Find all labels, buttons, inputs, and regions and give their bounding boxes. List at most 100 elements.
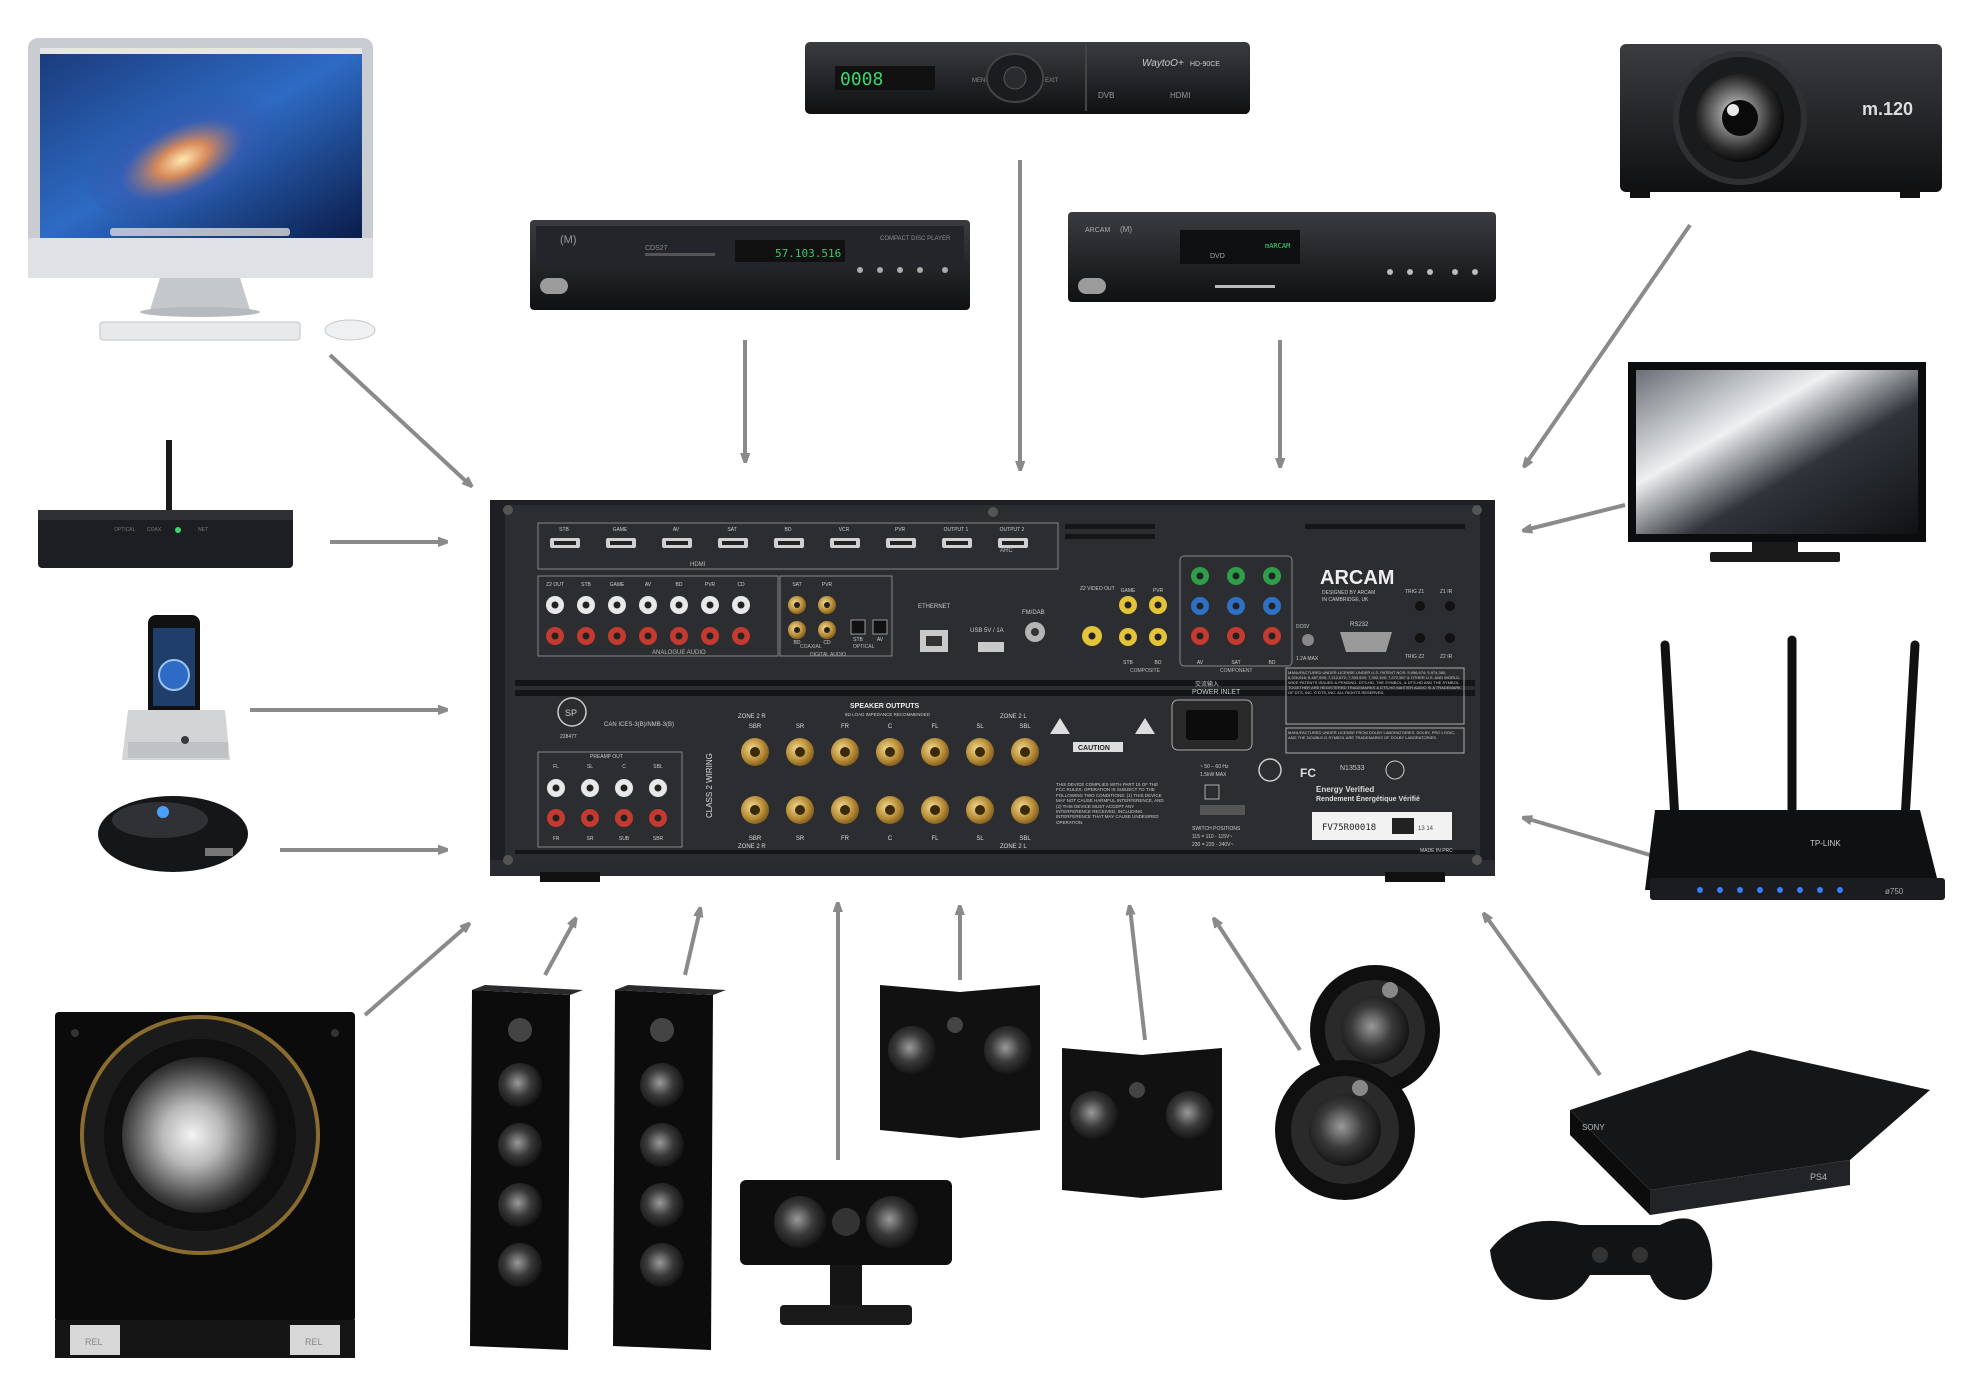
tower-speaker-right: [613, 985, 726, 1350]
svg-text:ANALOGUE AUDIO: ANALOGUE AUDIO: [652, 650, 706, 656]
svg-text:WaytoO+: WaytoO+: [1142, 58, 1184, 69]
binding-post-hole: [930, 805, 940, 815]
arrow-projector: [1525, 223, 1692, 465]
svg-text:USB 5V / 1A: USB 5V / 1A: [970, 628, 1004, 634]
jack-center: [552, 784, 560, 792]
svg-text:PREAMP OUT: PREAMP OUT: [590, 754, 623, 760]
rca-jack-center: [737, 632, 745, 640]
rca-jack-center: [551, 601, 559, 609]
optical-port: [850, 619, 866, 635]
svg-text:ARC: ARC: [1000, 548, 1013, 554]
digital-coax-label: SAT: [792, 582, 801, 588]
svg-text:Z2 VIDEO OUT: Z2 VIDEO OUT: [1080, 586, 1115, 592]
digital-coax-label: PVR: [822, 582, 833, 588]
optical-label: STB: [853, 637, 863, 643]
svg-text:PS4: PS4: [1810, 1172, 1827, 1182]
speaker-channel-label: C: [888, 836, 893, 842]
jack-center: [654, 814, 662, 822]
speaker-channel-label: SL: [976, 724, 984, 730]
svg-text:REL: REL: [85, 1337, 103, 1347]
jack-center: [1268, 632, 1276, 640]
center-speaker: [740, 1180, 952, 1325]
preamp-label: SUB: [619, 836, 630, 842]
svg-text:CLASS 2 WIRING: CLASS 2 WIRING: [705, 753, 714, 818]
svg-text:MADE IN PRC: MADE IN PRC: [1420, 848, 1453, 854]
speaker-channel-label: SBL: [1019, 724, 1031, 730]
arrow-surround-right: [1130, 908, 1147, 1041]
hdmi-port-label: STB: [559, 527, 569, 533]
svg-text:ø750: ø750: [1885, 887, 1904, 896]
speaker-channel-label: SL: [976, 836, 984, 842]
jack-center: [1196, 572, 1204, 580]
svg-text:ZONE 2 L: ZONE 2 L: [1000, 714, 1027, 720]
svg-text:1.5kW MAX: 1.5kW MAX: [1200, 772, 1227, 778]
analogue-label: PVR: [705, 582, 716, 588]
speaker-channel-label: FR: [841, 724, 850, 730]
preamp-label: SR: [587, 836, 594, 842]
svg-text:FV75R00018: FV75R00018: [1322, 823, 1376, 833]
binding-post-hole: [1020, 747, 1030, 757]
coax-jack-center: [824, 602, 830, 608]
svg-text:57.103.516: 57.103.516: [775, 247, 841, 260]
preamp-label: SL: [587, 764, 593, 770]
svg-text:ZONE 2 R: ZONE 2 R: [738, 714, 766, 720]
svg-text:(M): (M): [1120, 225, 1132, 234]
svg-text:8Ω LOAD IMPEDANCE RECOMMENDED: 8Ω LOAD IMPEDANCE RECOMMENDED: [845, 712, 931, 717]
svg-text:CDS27: CDS27: [645, 245, 668, 252]
wireless-router: TP-LINK ø750: [1645, 635, 1945, 900]
svg-text:ARCAM: ARCAM: [1085, 227, 1110, 234]
svg-text:ZONE 2 R: ZONE 2 R: [738, 844, 766, 850]
flat-screen-tv: [1628, 362, 1926, 562]
svg-text:OPTICAL: OPTICAL: [114, 527, 136, 533]
svg-text:m.120: m.120: [1862, 99, 1913, 119]
speaker-channel-label: FL: [931, 836, 939, 842]
svg-text:Energy Verified: Energy Verified: [1316, 785, 1374, 794]
jack-center: [1232, 602, 1240, 610]
binding-post-hole: [975, 805, 985, 815]
digital-coax-label: CD: [823, 640, 831, 646]
surround-speaker-right: [1062, 1048, 1222, 1198]
binding-post-hole: [795, 805, 805, 815]
svg-text:13 14: 13 14: [1418, 826, 1434, 832]
jack-center: [586, 814, 594, 822]
svg-text:EXIT: EXIT: [1045, 78, 1059, 84]
tower-speaker-left: [470, 985, 583, 1350]
svg-text:230 = 220 - 240V~: 230 = 220 - 240V~: [1192, 842, 1234, 848]
jack-center: [1232, 632, 1240, 640]
hdmi-port-slot: [1002, 541, 1024, 545]
hdmi-port-label: AV: [673, 527, 680, 533]
speaker-channel-label: SR: [796, 836, 805, 842]
svg-text:FM/DAB: FM/DAB: [1022, 610, 1045, 616]
arrow-tv: [1525, 503, 1626, 530]
arrow-router: [1525, 818, 1651, 857]
jack-center: [654, 784, 662, 792]
binding-post-hole: [885, 805, 895, 815]
speaker-channel-label: SBL: [1019, 836, 1031, 842]
arrow-ps4: [1485, 915, 1602, 1077]
rca-jack-center: [644, 601, 652, 609]
hdmi-port-slot: [722, 541, 744, 545]
jack-center: [1268, 572, 1276, 580]
svg-text:DESIGNED BY ARCAM: DESIGNED BY ARCAM: [1322, 590, 1375, 596]
svg-text:N13533: N13533: [1340, 765, 1365, 772]
svg-text:Z2 IR: Z2 IR: [1440, 654, 1453, 660]
jack-center: [552, 814, 560, 822]
svg-text:COMPACT DISC PLAYER: COMPACT DISC PLAYER: [880, 236, 951, 242]
component-label: BD: [1269, 660, 1276, 666]
svg-text:SPEAKER OUTPUTS: SPEAKER OUTPUTS: [850, 703, 920, 710]
component-label: SAT: [1231, 660, 1240, 666]
svg-text:115 = 110 - 115V~: 115 = 110 - 115V~: [1192, 834, 1232, 840]
jack-center: [1196, 602, 1204, 610]
svg-text:COAXIAL: COAXIAL: [800, 644, 822, 650]
binding-post-hole: [1020, 805, 1030, 815]
analogue-label: STB: [581, 582, 591, 588]
svg-text:HDMI: HDMI: [1170, 91, 1190, 100]
coax-jack-center: [824, 627, 830, 633]
svg-text:OPTICAL: OPTICAL: [853, 644, 875, 650]
svg-text:COAX: COAX: [147, 527, 162, 533]
jack-center: [1088, 632, 1096, 640]
binding-post-hole: [975, 747, 985, 757]
